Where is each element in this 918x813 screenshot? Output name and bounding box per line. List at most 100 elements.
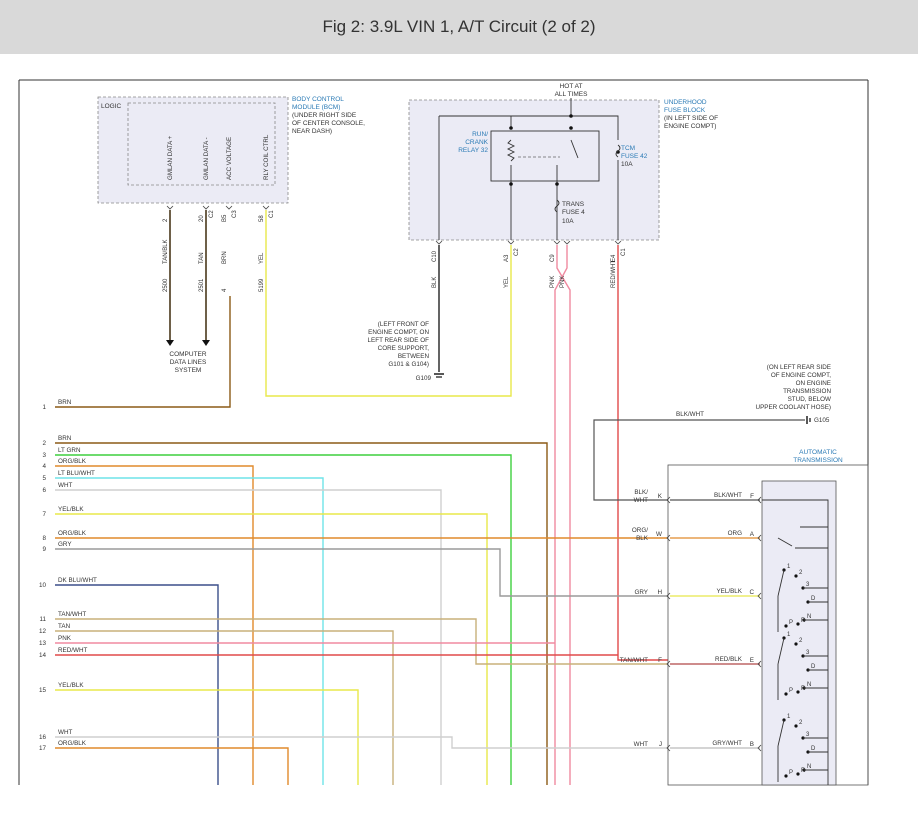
switch-wiper (777, 637, 785, 665)
wire-pnk-trans-fuse-2 (554, 245, 568, 785)
fuse-block-title: FUSE BLOCK (664, 107, 706, 114)
transmission-output-label: ORG (728, 530, 742, 537)
fuse-block-location: ENGINE COMPT) (664, 123, 716, 130)
relay-label: CRANK (465, 139, 488, 146)
bcm-pin-name: GMLAN DATA + (167, 135, 174, 180)
ground-g105-location: OF ENGINE COMPT, (771, 372, 831, 379)
transmission-title: AUTOMATIC (799, 449, 837, 456)
bcm-pin-name: RLY COIL CTRL (263, 134, 270, 180)
fuse-block-pin-chevron (507, 240, 515, 245)
bcm-pin-number: 2 (163, 218, 169, 222)
ground-g109-location: G101 & G104) (388, 361, 429, 368)
switch-position-label: D (811, 746, 816, 752)
left-wire-label: ORG/BLK (58, 458, 87, 465)
data-lines-label: SYSTEM (175, 367, 202, 374)
left-wire-label: LT BLU/WHT (58, 470, 95, 477)
switch-position-label: 1 (787, 714, 791, 720)
switch-position-dot (784, 692, 788, 696)
fuse-block-location: (IN LEFT SIDE OF (664, 115, 718, 122)
switch-contact (777, 537, 793, 547)
transmission-output-pin: C (749, 589, 754, 596)
left-wire (55, 689, 359, 785)
trans-fuse-label: TRANS (562, 201, 585, 208)
bcm-connector-id: C1 (269, 210, 275, 218)
bcm-pin-number: B5 (222, 214, 228, 222)
page-title: Fig 2: 3.9L VIN 1, A/T Circuit (2 of 2) (322, 17, 596, 36)
transmission-output-label: GRY/WHT (712, 740, 742, 747)
left-wire-number: 1 (42, 404, 46, 411)
left-wire-label: GRY (58, 541, 72, 548)
switch-position-label: N (807, 764, 811, 770)
fuse-block-wire-color: PNK (550, 276, 556, 288)
transmission-input-pin: W (656, 531, 662, 538)
fuse-block-pin-chevron (553, 240, 561, 245)
trans-fuse-symbol (554, 199, 560, 213)
ground-g105-location: TRANSMISSION (783, 388, 831, 395)
data-line-arrow (166, 340, 174, 346)
wire-layer (55, 210, 805, 785)
ground-g105-name: G105 (814, 417, 830, 424)
transmission-switch-block (761, 480, 837, 786)
switch-position-label: P (789, 688, 793, 694)
wire-yel-relay-ctrl (265, 210, 512, 397)
tcm-fuse-label: FUSE 42 (621, 153, 648, 160)
bcm-pin-name: GMLAN DATA - (203, 137, 210, 180)
switch-position-label: 3 (806, 582, 810, 588)
ground-g109-location: CORE SUPPORT, (378, 345, 430, 352)
switch-position-label: R (801, 768, 806, 774)
bcm-outline (97, 96, 289, 204)
left-wire-label: ORG/BLK (58, 530, 87, 537)
bcm-circuit-number: 2501 (199, 278, 205, 292)
switch-position-dot (796, 772, 800, 776)
data-line-arrow (202, 340, 210, 346)
junction-dot (616, 150, 620, 154)
ground-g105-wire-label: BLK/WHT (676, 411, 704, 418)
ground-g105-location: STUD, BELOW (788, 396, 831, 403)
switch-position-label: P (789, 770, 793, 776)
fuse-block-wire-color: BLK (432, 277, 438, 288)
left-wire (55, 747, 289, 785)
left-wire (55, 442, 548, 785)
bcm-circuit-number: 5199 (259, 278, 265, 292)
bcm-pin-chevron (225, 205, 233, 210)
switch-position-label: 2 (799, 638, 803, 644)
left-wire-label: ORG/BLK (58, 740, 87, 747)
transmission-output-pin: B (750, 741, 754, 748)
left-wire-label: BRN (58, 399, 72, 406)
junction-dot (555, 182, 559, 186)
component-layer (97, 96, 869, 786)
switch-position-label: 1 (787, 632, 791, 638)
bcm-location: (UNDER RIGHT SIDE (292, 112, 357, 119)
switch-position-label: P (789, 620, 793, 626)
fuse-block-pin-number: A3 (504, 254, 510, 262)
switch-position-dot (794, 574, 798, 578)
bcm-location: OF CENTER CONSOLE, (292, 120, 365, 127)
bcm-wire-color: YEL (259, 252, 265, 264)
hot-at-all-times-label: HOT AT (560, 83, 583, 90)
ground-g109-location: LEFT REAR SIDE OF (368, 337, 430, 344)
bcm-title: BODY CONTROL (292, 96, 344, 103)
left-wire-label: RED/WHT (58, 647, 88, 654)
transmission-pin-chevron (666, 592, 671, 600)
transmission-output-label: YEL/BLK (716, 588, 742, 595)
tcm-fuse-label: TCM (621, 145, 635, 152)
transmission-pin-chevron (666, 534, 671, 542)
left-wire-number: 10 (39, 582, 47, 589)
transmission-input-label: WHT (634, 741, 648, 748)
transmission-pin-chevron (666, 496, 671, 504)
left-wire (55, 454, 512, 785)
fuse-block-pin-number: C9 (550, 254, 556, 262)
fuse-block-wire-color: PNK (560, 276, 566, 288)
data-lines-label: COMPUTER (169, 351, 207, 358)
left-wire-number: 17 (39, 745, 47, 752)
transmission-output-pin: A (750, 531, 755, 538)
relay-box (490, 130, 600, 182)
tcm-fuse-amp: 10A (621, 161, 633, 168)
bcm-title: MODULE (BCM) (292, 104, 340, 111)
bcm-connector-id: C2 (209, 210, 215, 218)
left-wire (55, 296, 231, 408)
left-wire-label: BRN (58, 435, 72, 442)
left-wire-label: YEL/BLK (58, 682, 84, 689)
